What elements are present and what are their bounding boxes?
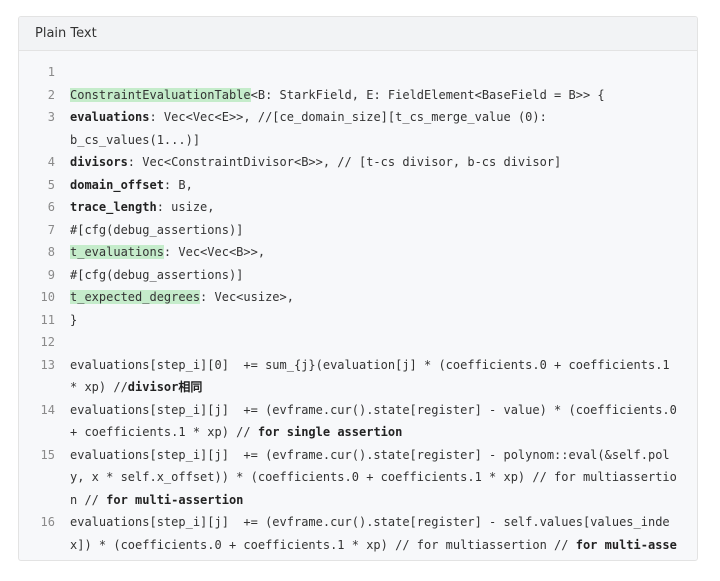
code-segment: evaluations[step_i][j] += (evframe.cur()… bbox=[70, 402, 685, 440]
line-number: 4 bbox=[47, 155, 55, 169]
code-line: 2 ConstraintEvaluationTable<B: StarkFiel… bbox=[19, 84, 697, 107]
bold-comment: for single assertion bbox=[257, 425, 403, 439]
line-number: 6 bbox=[47, 200, 55, 214]
code-line: 3 evaluations: Vec<Vec<E>>, //[ce_domain… bbox=[19, 106, 697, 151]
code-line: 14 evaluations[step_i][j] += (evframe.cu… bbox=[19, 399, 697, 444]
line-text: trace_length: usize, bbox=[55, 196, 697, 219]
line-text: t_evaluations: Vec<Vec<B>>, bbox=[55, 241, 697, 264]
line-number: 13 bbox=[40, 357, 55, 372]
code-segment: : Vec<usize>, bbox=[200, 290, 294, 304]
code-segment: : Vec<ConstraintDivisor<B>>, // [t-cs di… bbox=[127, 155, 562, 169]
line-text bbox=[55, 331, 697, 354]
line-number: 15 bbox=[40, 447, 55, 462]
code-line: 4 divisors: Vec<ConstraintDivisor<B>>, /… bbox=[19, 151, 697, 174]
line-text: #[cfg(debug_assertions)] bbox=[55, 264, 697, 287]
line-text: evaluations: Vec<Vec<E>>, //[ce_domain_s… bbox=[55, 106, 697, 151]
line-text: } bbox=[55, 309, 697, 332]
line-number: 1 bbox=[47, 65, 55, 79]
code-line: 7 #[cfg(debug_assertions)] bbox=[19, 219, 697, 242]
code-segment: : Vec<Vec<E>>, //[ce_domain_size][t_cs_m… bbox=[149, 110, 547, 124]
line-number: 2 bbox=[47, 87, 55, 102]
code-line: 1 bbox=[19, 61, 697, 84]
code-line: 9 #[cfg(debug_assertions)] bbox=[19, 264, 697, 287]
line-number: 11 bbox=[40, 312, 55, 327]
code-line: 10 t_expected_degrees: Vec<usize>, bbox=[19, 286, 697, 309]
code-block: Plain Text 1 2 ConstraintEvaluationTable… bbox=[18, 16, 698, 561]
code-line: 6 trace_length: usize, bbox=[19, 196, 697, 219]
highlighted-token: t_expected_degrees bbox=[70, 290, 201, 304]
line-number: 9 bbox=[47, 267, 55, 282]
code-block-language-label: Plain Text bbox=[19, 17, 697, 51]
bold-field-name: trace_length bbox=[70, 200, 157, 214]
line-number: 10 bbox=[40, 290, 55, 304]
line-number: 14 bbox=[40, 402, 55, 417]
code-segment: b_cs_values(1...)] bbox=[70, 132, 201, 147]
code-segment: } bbox=[70, 312, 78, 327]
line-text: evaluations[step_i][0] += sum_{j}(evalua… bbox=[55, 354, 697, 399]
code-line: 11 } bbox=[19, 309, 697, 332]
line-text bbox=[55, 61, 697, 84]
bold-comment: for multi-assertion large poly bbox=[575, 537, 677, 552]
code-segment: <B: StarkField, E: FieldElement<BaseFiel… bbox=[250, 87, 605, 102]
highlighted-token: ConstraintEvaluationTable bbox=[70, 87, 251, 102]
code-line: 16 evaluations[step_i][j] += (evframe.cu… bbox=[19, 511, 697, 560]
line-number: 3 bbox=[47, 110, 55, 124]
code-line: 13 evaluations[step_i][0] += sum_{j}(eva… bbox=[19, 354, 697, 399]
line-number: 16 bbox=[40, 515, 55, 529]
line-text: ConstraintEvaluationTable<B: StarkField,… bbox=[55, 84, 697, 107]
code-segment: : usize, bbox=[156, 200, 215, 214]
code-line: 15 evaluations[step_i][j] += (evframe.cu… bbox=[19, 444, 697, 512]
line-text: t_expected_degrees: Vec<usize>, bbox=[55, 286, 697, 309]
line-text: domain_offset: B, bbox=[55, 174, 697, 197]
code-segment: evaluations[step_i][j] += (evframe.cur()… bbox=[70, 447, 677, 507]
code-segment: evaluations[step_i][j] += (evframe.cur()… bbox=[70, 515, 670, 552]
code-line: 12 bbox=[19, 331, 697, 354]
bold-comment: divisor相同 bbox=[127, 380, 203, 394]
line-text: divisors: Vec<ConstraintDivisor<B>>, // … bbox=[55, 151, 697, 174]
line-text: #[cfg(debug_assertions)] bbox=[55, 219, 697, 242]
code-line: 5 domain_offset: B, bbox=[19, 174, 697, 197]
bold-field-name: divisors bbox=[70, 155, 128, 169]
code-line: 8 t_evaluations: Vec<Vec<B>>, bbox=[19, 241, 697, 264]
highlighted-token: t_evaluations bbox=[70, 245, 164, 259]
bold-field-name: domain_offset bbox=[70, 177, 164, 192]
line-text: evaluations[step_i][j] += (evframe.cur()… bbox=[55, 511, 697, 560]
code-segment: evaluations[step_i][0] += sum_{j}(evalua… bbox=[70, 357, 677, 395]
line-number: 5 bbox=[47, 177, 55, 192]
code-segment: : Vec<Vec<B>>, bbox=[163, 245, 266, 259]
bold-comment: for multi-assertion bbox=[106, 492, 244, 507]
line-number: 8 bbox=[47, 245, 55, 259]
code-body: 1 2 ConstraintEvaluationTable<B: StarkFi… bbox=[19, 51, 697, 560]
bold-field-name: evaluations bbox=[70, 110, 150, 124]
line-number: 7 bbox=[47, 222, 55, 237]
line-text: evaluations[step_i][j] += (evframe.cur()… bbox=[55, 399, 697, 444]
code-segment: : B, bbox=[163, 177, 193, 192]
line-text: evaluations[step_i][j] += (evframe.cur()… bbox=[55, 444, 697, 512]
code-segment: #[cfg(debug_assertions)] bbox=[70, 267, 244, 282]
code-segment: #[cfg(debug_assertions)] bbox=[70, 222, 244, 237]
line-number: 12 bbox=[40, 335, 55, 349]
